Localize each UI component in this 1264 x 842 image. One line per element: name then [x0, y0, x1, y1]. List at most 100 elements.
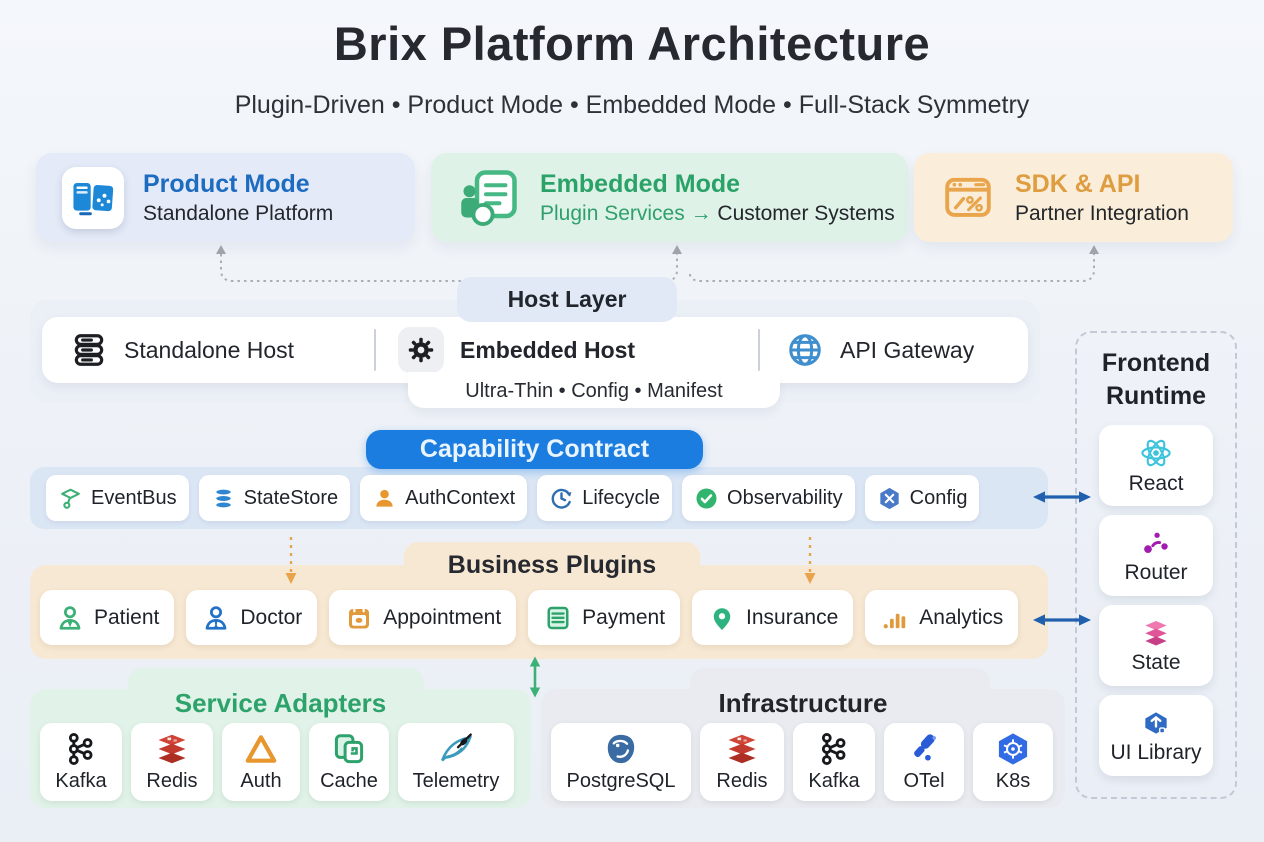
infra-card-k8s: K8s: [973, 723, 1053, 801]
auth-icon: [243, 731, 279, 767]
card-label: PostgreSQL: [566, 770, 676, 792]
card-label: UI Library: [1110, 740, 1202, 764]
infrastructure-title: Infrastructure: [718, 688, 888, 718]
embedded-mode-icon: [457, 168, 521, 228]
authcontext-icon: [372, 486, 397, 511]
database-stack-icon: [70, 331, 108, 369]
api-gateway-item: API Gateway: [760, 331, 974, 369]
infrastructure-tab: [690, 668, 990, 692]
standalone-host-label: Standalone Host: [124, 336, 295, 363]
sdk-api-icon: [940, 172, 996, 224]
chip-label: Observability: [727, 486, 843, 509]
plugin-chip-insurance: Insurance: [692, 590, 854, 645]
chip-label: StateStore: [243, 486, 339, 509]
business-plugins-tab: [404, 542, 700, 568]
embedded-mode-subtitle: Plugin Services → Customer Systems: [540, 202, 895, 226]
card-label: Redis: [716, 770, 768, 792]
card-label: Kafka: [808, 770, 860, 792]
flow-arrow: →: [690, 201, 712, 225]
product-mode-icon: [62, 166, 124, 229]
capability-chip-authcontext: AuthContext: [360, 475, 528, 521]
telemetry-icon: [437, 731, 475, 767]
service-adapters-title: Service Adapters: [174, 688, 387, 718]
chip-label: EventBus: [91, 486, 177, 509]
adapter-card-cache: Cache: [309, 723, 389, 801]
router-icon: [1139, 527, 1173, 559]
card-label: Kafka: [55, 770, 107, 792]
plugin-chip-payment: Payment: [528, 590, 681, 645]
infra-card-postgresql: PostgreSQL: [551, 723, 691, 801]
infra-card-redis: Redis: [700, 723, 784, 801]
insurance-icon: [707, 603, 737, 633]
service-adapter-row: Kafka Redis Auth: [40, 723, 514, 801]
chip-label: AuthContext: [405, 486, 516, 509]
redis-icon: [724, 731, 760, 767]
api-gateway-label: API Gateway: [840, 336, 975, 363]
react-icon: [1138, 436, 1174, 470]
product-mode-title: Product Mode: [143, 169, 310, 198]
embedded-host-item: Embedded Host: [376, 327, 758, 373]
plugin-services-label: Plugin Services: [540, 201, 685, 225]
chip-label: Insurance: [746, 605, 839, 629]
appointment-icon: [344, 603, 374, 633]
capability-contract-title: Capability Contract: [366, 430, 703, 469]
chip-label: Doctor: [240, 605, 303, 629]
card-label: K8s: [995, 770, 1031, 792]
capability-chip-eventbus: EventBus: [46, 475, 189, 521]
sdk-api-subtitle: Partner Integration: [1015, 201, 1189, 225]
state-icon: [1139, 617, 1173, 649]
card-label: State: [1131, 650, 1181, 674]
adapter-card-redis: Redis: [131, 723, 213, 801]
card-label: Router: [1124, 560, 1188, 584]
plugin-chip-appointment: Appointment: [329, 590, 517, 645]
embedded-host-label: Embedded Host: [460, 336, 636, 363]
infra-card-otel: OTel: [884, 723, 964, 801]
ui-library-icon: [1139, 707, 1173, 739]
lifecycle-icon: [549, 486, 574, 511]
card-label: OTel: [903, 770, 945, 792]
divider: [374, 329, 376, 371]
frontend-card-router: Router: [1099, 515, 1213, 596]
standalone-host-item: Standalone Host: [42, 331, 374, 369]
card-label: Redis: [146, 770, 198, 792]
business-plugins-title: Business Plugins: [447, 551, 657, 579]
infra-card-kafka: Kafka: [793, 723, 875, 801]
chip-label: Analytics: [919, 605, 1004, 629]
capability-chip-observability: Observability: [682, 475, 855, 521]
frontend-card-react: React: [1099, 425, 1213, 506]
business-plugin-row: Patient Doctor: [40, 590, 1019, 645]
infrastructure-row: PostgreSQL Redis: [551, 723, 1053, 801]
adapter-card-telemetry: Telemetry: [398, 723, 514, 801]
plugin-chip-patient: Patient: [40, 590, 175, 645]
embedded-mode-card: Embedded Mode Plugin Services → Customer…: [431, 153, 908, 242]
statestore-icon: [211, 486, 236, 511]
embedded-mode-title: Embedded Mode: [540, 169, 741, 198]
embedded-host-tags: Ultra-Thin • Config • Manifest: [408, 372, 780, 408]
capability-chip-lifecycle: Lifecycle: [537, 475, 673, 521]
card-label: Telemetry: [412, 770, 500, 792]
chip-label: Appointment: [383, 605, 502, 629]
postgresql-icon: [603, 731, 639, 767]
product-mode-card: Product Mode Standalone Platform: [36, 153, 415, 242]
card-label: Cache: [320, 770, 378, 792]
adapter-card-auth: Auth: [222, 723, 300, 801]
frontend-runtime-cards: React Router: [1077, 425, 1235, 776]
capability-chip-row: EventBus StateStore: [30, 467, 1048, 529]
doctor-icon: [201, 603, 231, 633]
patient-icon: [55, 603, 85, 633]
page-title: Brix Platform Architecture: [333, 17, 931, 70]
globe-icon: [786, 331, 824, 369]
chip-label: Lifecycle: [582, 486, 661, 509]
kafka-icon: [63, 731, 99, 767]
card-label: Auth: [240, 770, 282, 792]
chip-label: Config: [909, 486, 968, 509]
frontend-runtime-section: Frontend Runtime React: [1075, 331, 1237, 799]
plugin-chip-doctor: Doctor: [186, 590, 318, 645]
adapter-card-kafka: Kafka: [40, 723, 122, 801]
product-mode-subtitle: Standalone Platform: [143, 201, 334, 225]
frontend-runtime-title: Frontend Runtime: [1101, 349, 1211, 410]
card-label: React: [1128, 471, 1184, 495]
chip-label: Payment: [582, 605, 666, 629]
k8s-icon: [995, 731, 1031, 767]
